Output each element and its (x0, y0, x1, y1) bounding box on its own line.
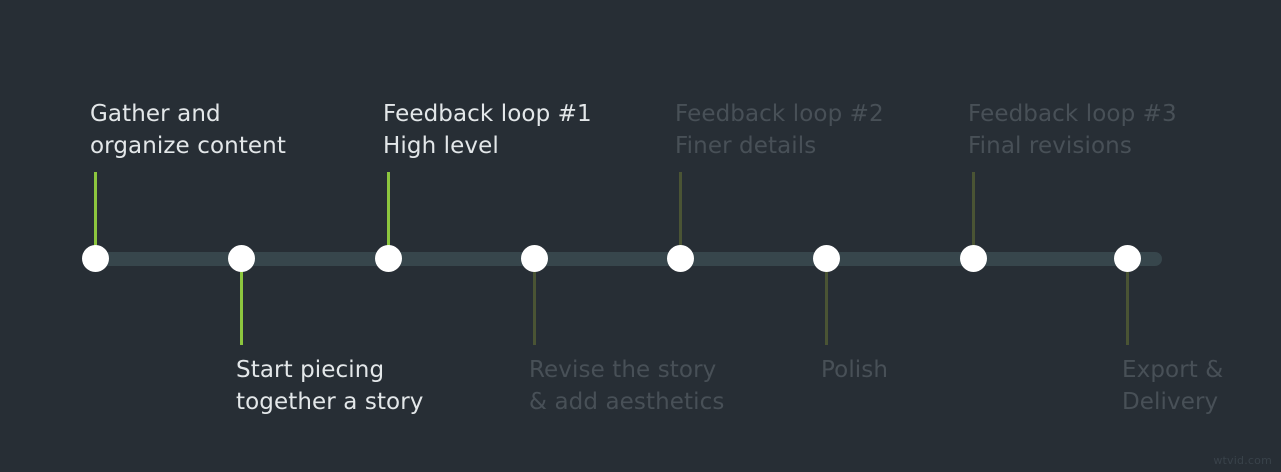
milestone-label-line: together a story (236, 389, 424, 415)
milestone-label-line: Export & (1122, 357, 1224, 383)
milestone-label: Feedback loop #2 Finer details (675, 98, 884, 162)
milestone-stem (386, 172, 390, 252)
timeline-rail (95, 252, 1162, 266)
milestone-dot-icon[interactable] (666, 245, 694, 272)
milestone-label-line: Gather and (90, 101, 221, 127)
milestone-label-line: High level (383, 133, 499, 159)
milestone-dot-icon[interactable] (227, 245, 255, 272)
milestone-dot-icon[interactable] (81, 245, 109, 272)
milestone-stem (678, 172, 682, 252)
milestone-stem (971, 172, 975, 252)
milestone-label-line: Feedback loop #3 (968, 101, 1177, 127)
milestone-dot-icon[interactable] (520, 245, 548, 272)
milestone-stem (532, 266, 536, 345)
milestone-dot-icon[interactable] (959, 245, 987, 272)
milestone-label: Gather and organize content (90, 98, 286, 162)
milestone-label: Polish (821, 354, 888, 386)
milestone-label-line: Feedback loop #1 (383, 101, 592, 127)
milestone-label-line: organize content (90, 133, 286, 159)
milestone-label-line: & add aesthetics (529, 389, 725, 415)
milestone-label: Feedback loop #1 High level (383, 98, 592, 162)
milestone-label: Revise the story & add aesthetics (529, 354, 724, 418)
milestone-label: Feedback loop #3 Final revisions (968, 98, 1177, 162)
watermark: wtvid.com (1213, 454, 1272, 467)
milestone-stem (239, 266, 243, 345)
milestone-dot-icon[interactable] (812, 245, 840, 272)
milestone-label-line: Finer details (675, 133, 817, 159)
milestone-dot-icon[interactable] (1113, 245, 1141, 272)
milestone-label-line: Polish (821, 357, 889, 383)
milestone-label-line: Delivery (1122, 389, 1219, 415)
milestone-stem (824, 266, 828, 345)
milestone-stem (93, 172, 97, 252)
milestone-label-line: Start piecing (236, 357, 385, 383)
milestone-label-line: Revise the story (529, 357, 717, 383)
milestone-label-line: Feedback loop #2 (675, 101, 884, 127)
milestone-stem (1125, 266, 1129, 345)
milestone-label-line: Final revisions (968, 133, 1132, 159)
milestone-dot-icon[interactable] (374, 245, 402, 272)
milestone-label: Export & Delivery (1122, 354, 1223, 418)
milestone-label: Start piecing together a story (236, 354, 424, 418)
